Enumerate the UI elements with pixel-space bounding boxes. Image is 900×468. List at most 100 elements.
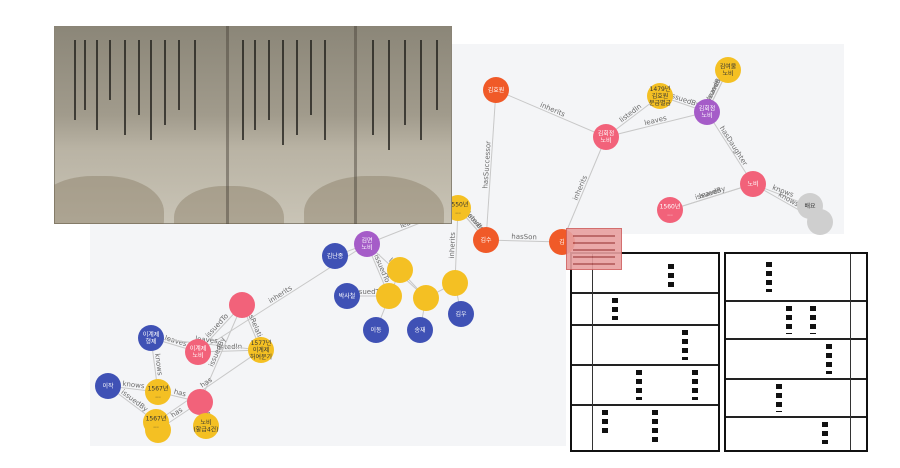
graph-edge[interactable]: [605, 111, 708, 138]
node-circle[interactable]: [145, 379, 171, 405]
edge-label: has: [199, 376, 214, 390]
node-circle[interactable]: [807, 209, 833, 235]
graph-node[interactable]: 송재: [407, 317, 433, 343]
node-label: 1567년...: [146, 415, 167, 430]
graph-node[interactable]: [187, 389, 213, 415]
node-label: 김우: [455, 311, 467, 318]
graph-node[interactable]: 노비(할급4건): [193, 413, 219, 439]
graph-node[interactable]: 김난종: [322, 243, 348, 269]
node-circle[interactable]: [413, 285, 439, 311]
edge-label: issuedBy: [119, 388, 149, 413]
edge-label: leaves: [705, 77, 722, 101]
edge-label: leaves: [644, 114, 668, 127]
node-circle[interactable]: [143, 409, 169, 435]
graph-node[interactable]: [807, 209, 833, 235]
graph-edge[interactable]: [155, 349, 262, 423]
node-circle[interactable]: [448, 301, 474, 327]
node-label: 노비(할급4건): [193, 419, 218, 434]
node-circle[interactable]: [185, 339, 211, 365]
edge-label: hasDaughter: [718, 125, 749, 168]
node-circle[interactable]: [694, 99, 720, 125]
edge-label: hasSon: [511, 233, 537, 242]
edge-label: issuedTo: [353, 288, 383, 296]
node-circle[interactable]: [229, 292, 255, 318]
edge-label: knows: [122, 380, 145, 391]
node-circle[interactable]: [354, 231, 380, 257]
node-circle[interactable]: [473, 227, 499, 253]
graph-node[interactable]: [413, 285, 439, 311]
printed-genealogy-page-left: [570, 252, 720, 452]
node-circle[interactable]: [647, 83, 673, 109]
document-thumbnail-highlight[interactable]: [566, 228, 622, 270]
node-circle[interactable]: [187, 389, 213, 415]
graph-node[interactable]: 1560년...: [657, 197, 683, 223]
node-label: 김효원: [488, 86, 505, 94]
node-label: 김난종: [327, 252, 344, 260]
node-label: 박사철: [339, 292, 356, 300]
graph-edge[interactable]: [199, 304, 243, 403]
node-label: 송재: [414, 326, 425, 334]
graph-edge[interactable]: [485, 89, 497, 241]
graph-node[interactable]: 이작: [95, 373, 121, 399]
node-label: 1560년...: [660, 203, 681, 218]
graph-edge[interactable]: [561, 136, 607, 243]
node-circle[interactable]: [322, 243, 348, 269]
node-label: 1550년...: [448, 201, 469, 216]
node-circle[interactable]: [593, 124, 619, 150]
node-circle[interactable]: [442, 270, 468, 296]
manuscript-document-image: [54, 26, 452, 224]
graph-node[interactable]: 이동: [363, 317, 389, 343]
graph-edge[interactable]: [669, 183, 754, 211]
node-label: 배요: [804, 202, 816, 210]
edge-label: hasSuccessor: [481, 141, 492, 189]
node-label: 1567년...: [148, 385, 169, 400]
graph-canvas-upper[interactable]: [452, 44, 844, 234]
edge-label: has: [173, 388, 187, 399]
node-circle[interactable]: [387, 257, 413, 283]
node-circle[interactable]: [334, 283, 360, 309]
node-circle[interactable]: [363, 317, 389, 343]
edge-label: inherits: [572, 174, 590, 202]
node-circle[interactable]: [657, 197, 683, 223]
node-circle[interactable]: [95, 373, 121, 399]
node-circle[interactable]: [483, 77, 509, 103]
node-circle[interactable]: [138, 325, 164, 351]
node-label: 김수: [480, 237, 492, 244]
edge-label: inherits: [267, 284, 294, 305]
graph-node[interactable]: [229, 292, 255, 318]
node-circle[interactable]: [376, 283, 402, 309]
node-circle[interactable]: [193, 413, 219, 439]
node-circle[interactable]: [715, 57, 741, 83]
graph-node[interactable]: 김우: [448, 301, 474, 327]
graph-node[interactable]: 김수: [473, 227, 499, 253]
graph-node[interactable]: 1567년...: [143, 409, 169, 435]
graph-node[interactable]: [376, 283, 402, 309]
graph-node[interactable]: 박사철: [334, 283, 360, 309]
graph-edge[interactable]: [495, 89, 607, 138]
node-circle[interactable]: [248, 337, 274, 363]
printed-genealogy-page-right: [724, 252, 868, 452]
graph-node[interactable]: [387, 257, 413, 283]
graph-node[interactable]: [442, 270, 468, 296]
node-circle[interactable]: [740, 171, 766, 197]
node-circle[interactable]: [407, 317, 433, 343]
graph-node[interactable]: 노비: [740, 171, 766, 197]
graph-node[interactable]: 김효원: [483, 77, 509, 103]
graph-node[interactable]: 1567년...: [145, 379, 171, 405]
graph-edge[interactable]: [706, 111, 754, 185]
